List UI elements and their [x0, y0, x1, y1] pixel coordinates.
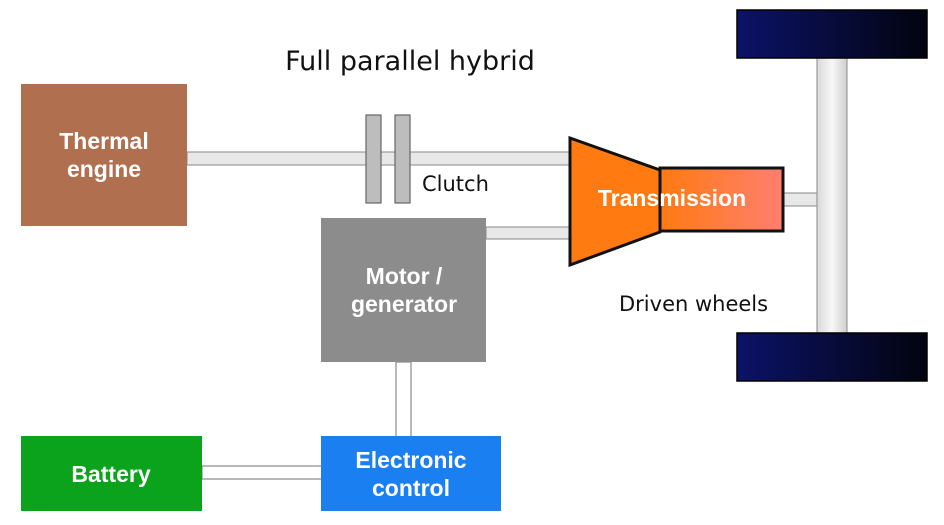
axle: [816, 57, 848, 337]
thermal-engine-line1: Thermal: [59, 128, 148, 154]
clutch-label: Clutch: [422, 172, 489, 196]
page-title: Full parallel hybrid: [285, 46, 535, 77]
wheel-top: [736, 9, 928, 59]
thermal-engine-box: Thermal engine: [21, 84, 187, 226]
electronic-control-line2: control: [372, 475, 450, 501]
motor-shaft: [485, 226, 574, 240]
battery-control-link: [201, 465, 323, 480]
transmission-label: Transmission: [598, 185, 746, 211]
clutch-plate-left: [365, 114, 382, 204]
motor-generator-box: Motor / generator: [321, 218, 486, 362]
driven-wheels-label: Driven wheels: [619, 292, 768, 316]
motor-control-link: [395, 361, 412, 438]
thermal-engine-line2: engine: [67, 156, 141, 182]
motor-generator-line1: Motor /: [366, 263, 443, 289]
battery-box: Battery: [21, 436, 202, 511]
motor-generator-line2: generator: [351, 291, 457, 317]
electronic-control-box: Electronic control: [321, 436, 501, 511]
electronic-control-line1: Electronic: [355, 447, 466, 473]
transmission-block: Transmission: [568, 135, 785, 268]
transmission-case: [658, 166, 785, 233]
wheel-bottom: [736, 332, 928, 382]
clutch-plate-right: [394, 114, 411, 204]
output-shaft: [781, 192, 821, 207]
battery-label: Battery: [71, 461, 150, 487]
